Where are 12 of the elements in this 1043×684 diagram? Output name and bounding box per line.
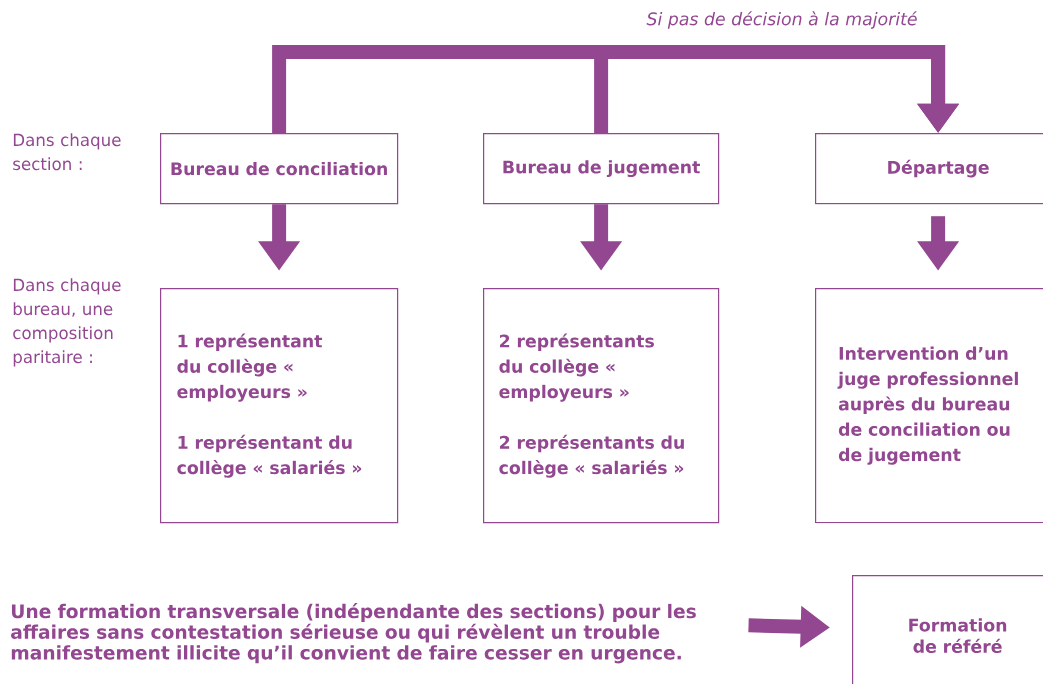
process-box: Bureau de conciliation	[160, 133, 399, 205]
description-text: Une formation transversale (indépendante des sections) pour les affaires sans contestation sérieuse ou qui révèlent un trouble manifestement illicite qu’il convient de faire cesser en urgence.	[11, 603, 696, 664]
process-box: 2 représentants du collège « employeurs » 2 représentants du collège « salariés »	[483, 288, 720, 524]
process-box: Bureau de jugement	[483, 133, 720, 205]
side-label: Dans chaque bureau, une composition paritaire :	[13, 278, 121, 367]
side-label: Dans chaque section :	[13, 133, 121, 171]
edge-label: Si pas de décision à la majorité	[645, 9, 919, 31]
process-box: Intervention d’un juge professionnel auprès du bureau de conciliation ou de jugement	[815, 288, 1043, 524]
process-box: Formation de référé	[852, 575, 1043, 684]
arrow	[594, 45, 960, 133]
process-box: 1 représentant du collège « employeurs » 1 représentant du collège « salariés »	[160, 288, 399, 524]
process-box: Départage	[815, 133, 1043, 205]
